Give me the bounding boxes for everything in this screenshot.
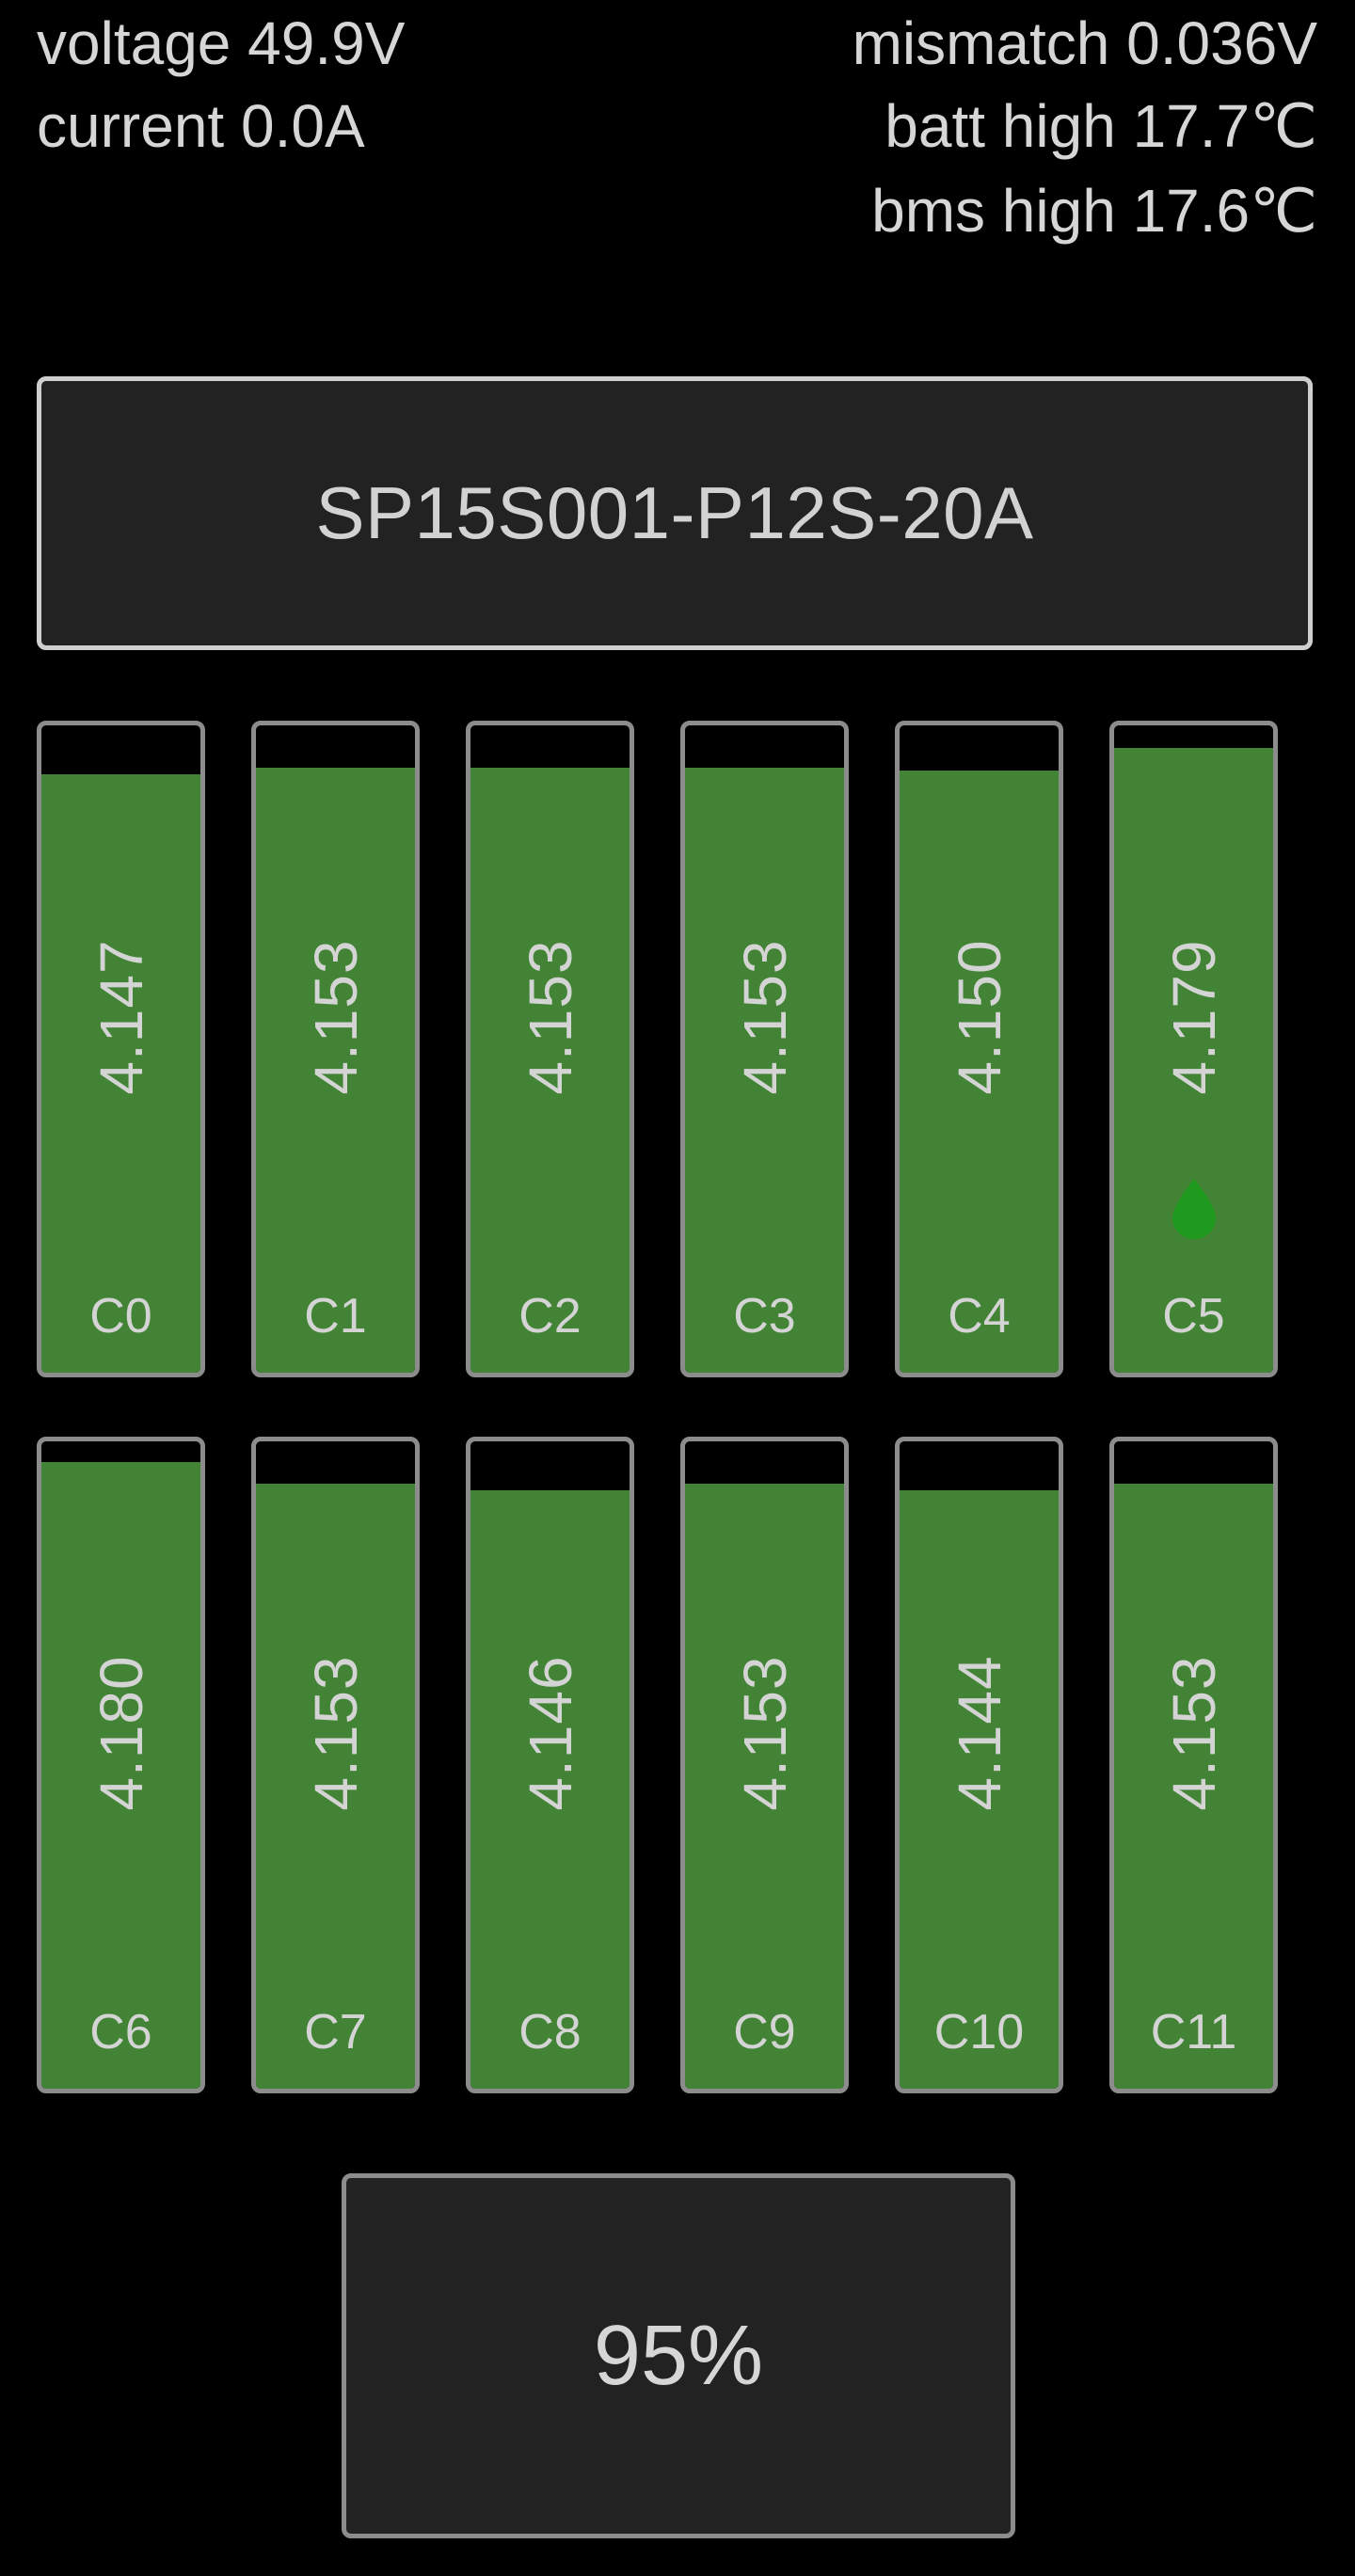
- cell-voltage: 4.153: [730, 1655, 799, 1811]
- cell-charge-fill: [685, 768, 844, 1373]
- cell-label: C3: [733, 1289, 796, 1344]
- cell-label: C1: [304, 1289, 367, 1344]
- device-name-box[interactable]: SP15S001-P12S-20A: [37, 376, 1313, 650]
- cell-mismatch: mismatch 0.036V: [852, 9, 1317, 77]
- cell-label: C5: [1162, 1289, 1225, 1344]
- cell-label: C9: [733, 2005, 796, 2059]
- cell-charge-fill: [470, 1490, 630, 2089]
- cell-voltage: 4.144: [945, 1655, 1013, 1811]
- cell-voltage: 4.150: [945, 939, 1013, 1095]
- water-drop-icon: [1172, 1179, 1216, 1239]
- cell-charge-fill: [1114, 1484, 1273, 2089]
- cell-charge-fill: [1114, 748, 1273, 1373]
- cell-charge-fill: [256, 1484, 415, 2089]
- cell-voltage: 4.146: [516, 1655, 584, 1811]
- device-name: SP15S001-P12S-20A: [315, 471, 1034, 554]
- cell-voltage: 4.153: [1159, 1655, 1228, 1811]
- cell-charge-fill: [41, 1462, 200, 2089]
- cell-charge-fill: [685, 1484, 844, 2089]
- cell-charge-fill: [41, 774, 200, 1373]
- cell-label: C7: [304, 2005, 367, 2059]
- cell-label: C10: [933, 2005, 1025, 2059]
- cell-charge-fill: [900, 771, 1059, 1373]
- cell-voltage: 4.147: [87, 939, 155, 1095]
- state-of-charge: 95%: [593, 2308, 764, 2403]
- cell-label: C11: [1150, 2005, 1237, 2059]
- cell-label: C8: [518, 2005, 582, 2059]
- pack-current: current 0.0A: [37, 92, 365, 160]
- cell-label: C4: [948, 1289, 1011, 1344]
- cell-label: C6: [89, 2005, 152, 2059]
- cell-charge-fill: [256, 768, 415, 1373]
- cell-voltage: 4.153: [301, 939, 370, 1095]
- cell-charge-fill: [470, 768, 630, 1373]
- cell-voltage: 4.153: [516, 939, 584, 1095]
- pack-voltage: voltage 49.9V: [37, 9, 406, 77]
- cell-charge-fill: [900, 1490, 1059, 2089]
- cell-voltage: 4.179: [1159, 939, 1228, 1095]
- state-of-charge-box[interactable]: 95%: [342, 2173, 1015, 2538]
- cell-voltage: 4.153: [730, 939, 799, 1095]
- battery-high-temp: batt high 17.7℃: [885, 92, 1317, 160]
- cell-label: C2: [518, 1289, 582, 1344]
- cell-label: C0: [89, 1289, 152, 1344]
- cell-voltage: 4.153: [301, 1655, 370, 1811]
- bms-high-temp: bms high 17.6℃: [871, 177, 1317, 245]
- cell-voltage: 4.180: [87, 1655, 155, 1811]
